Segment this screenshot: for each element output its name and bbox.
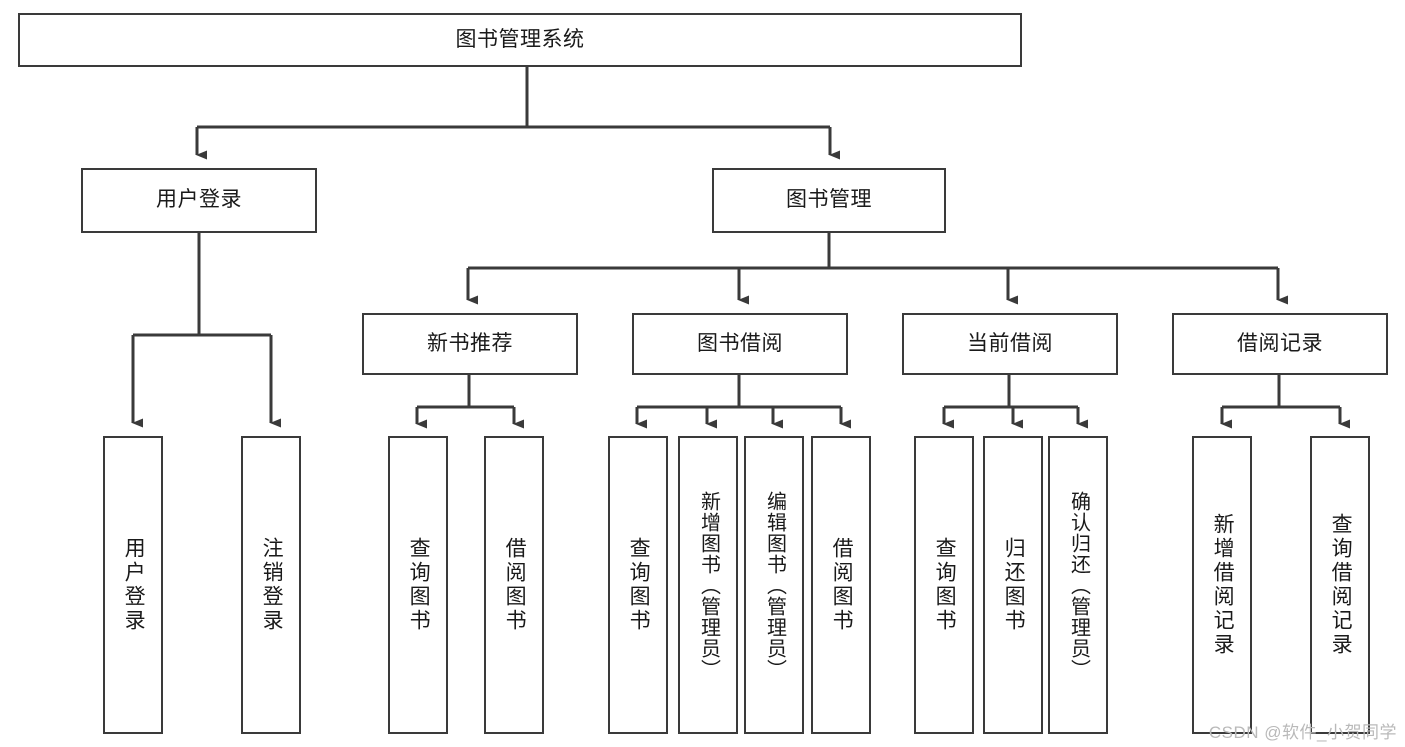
node-leaf-add-record[interactable]: 新增借阅记录 <box>1192 436 1252 734</box>
node-leaf-user-login[interactable]: 用户登录 <box>103 436 163 734</box>
node-leaf-query-record[interactable]: 查询借阅记录 <box>1310 436 1370 734</box>
node-leaf-borrow-book-1-label: 借阅图书 <box>503 537 527 633</box>
node-book-manage-label: 图书管理 <box>786 188 872 212</box>
node-leaf-borrow-book-2-label: 借阅图书 <box>830 537 854 633</box>
node-leaf-borrow-book-2[interactable]: 借阅图书 <box>811 436 871 734</box>
node-leaf-add-book-label: 新增图书（管理员） <box>697 490 720 680</box>
node-leaf-query-book-3-label: 查询图书 <box>933 537 957 633</box>
node-leaf-query-book-2-label: 查询图书 <box>627 537 651 633</box>
node-leaf-query-book-3[interactable]: 查询图书 <box>914 436 974 734</box>
node-root-label: 图书管理系统 <box>455 27 585 51</box>
node-book-borrow[interactable]: 图书借阅 <box>632 313 848 375</box>
node-new-book-recommend-label: 新书推荐 <box>427 331 513 355</box>
node-leaf-query-book-1[interactable]: 查询图书 <box>388 436 448 734</box>
node-borrow-record[interactable]: 借阅记录 <box>1172 313 1388 375</box>
node-current-borrow-label: 当前借阅 <box>967 331 1053 355</box>
node-root[interactable]: 图书管理系统 <box>18 13 1022 67</box>
node-leaf-add-book[interactable]: 新增图书（管理员） <box>678 436 738 734</box>
node-borrow-record-label: 借阅记录 <box>1237 331 1323 355</box>
node-book-manage[interactable]: 图书管理 <box>712 168 946 233</box>
node-leaf-borrow-book-1[interactable]: 借阅图书 <box>484 436 544 734</box>
node-leaf-edit-book[interactable]: 编辑图书（管理员） <box>744 436 804 734</box>
node-leaf-edit-book-label: 编辑图书（管理员） <box>763 490 786 680</box>
node-leaf-logout[interactable]: 注销登录 <box>241 436 301 734</box>
node-leaf-user-login-label: 用户登录 <box>122 537 146 633</box>
node-leaf-query-record-label: 查询借阅记录 <box>1329 513 1353 657</box>
node-leaf-confirm-return[interactable]: 确认归还（管理员） <box>1048 436 1108 734</box>
node-user-login[interactable]: 用户登录 <box>81 168 317 233</box>
node-leaf-return-book[interactable]: 归还图书 <box>983 436 1043 734</box>
node-leaf-return-book-label: 归还图书 <box>1002 537 1026 633</box>
node-user-login-label: 用户登录 <box>156 188 242 212</box>
node-leaf-add-record-label: 新增借阅记录 <box>1211 513 1235 657</box>
node-leaf-query-book-2[interactable]: 查询图书 <box>608 436 668 734</box>
node-current-borrow[interactable]: 当前借阅 <box>902 313 1118 375</box>
node-new-book-recommend[interactable]: 新书推荐 <box>362 313 578 375</box>
node-leaf-logout-label: 注销登录 <box>260 537 284 633</box>
node-book-borrow-label: 图书借阅 <box>697 331 783 355</box>
node-leaf-query-book-1-label: 查询图书 <box>407 537 431 633</box>
node-leaf-confirm-return-label: 确认归还（管理员） <box>1067 490 1090 680</box>
